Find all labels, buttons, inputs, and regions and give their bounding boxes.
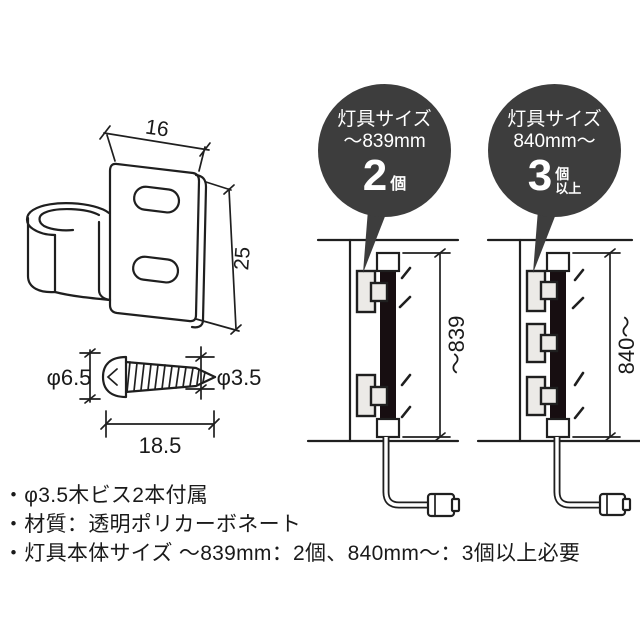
cable-connector [598, 492, 632, 517]
bracket-slot-bottom [132, 255, 180, 284]
screw-head-dia-label: φ6.5 [47, 365, 92, 390]
bubble-size-label: 灯具サイズ [337, 109, 432, 130]
power-cable [382, 437, 428, 509]
cable-connector [426, 492, 461, 518]
screw-phillips-notch [106, 368, 118, 386]
bubble-count-unit-col: 個 以上 [555, 167, 581, 196]
screw-shaft-dim [185, 346, 215, 400]
note-material: ・材質：透明ポリカーボネート [3, 513, 302, 536]
install-diagram-2clips: ～839 [306, 238, 469, 518]
bubble-count-suffix: 以上 [555, 181, 582, 196]
bubble-count-row: 3 個 以上 [488, 151, 621, 200]
screw-drawing: φ6.5 φ3.5 [47, 346, 262, 458]
screw-head [101, 355, 128, 399]
bracket-plate-depth [190, 173, 208, 329]
mounting-clip [525, 269, 559, 313]
bubble-2pcs: 灯具サイズ ～839mm 2 個 [318, 84, 451, 217]
mounting-clip [355, 269, 389, 314]
screw-head-dim [79, 348, 101, 404]
bracket-clip-body [25, 202, 112, 302]
diagram2-dim-label: 840～ [614, 316, 639, 375]
notes-list: ・φ3.5木ビス2本付属 ・材質：透明ポリカーボネート ・灯具本体サイズ ～83… [3, 481, 623, 568]
bubble-size-range: 840mm～ [513, 131, 596, 152]
bubble-size-label: 灯具サイズ [507, 109, 602, 130]
screw-shaft [124, 360, 217, 394]
bracket-width-label: 16 [144, 115, 170, 141]
hatch-marks [571, 268, 585, 420]
hatch-marks [398, 266, 412, 419]
bar-end-cap-top [375, 251, 401, 273]
bracket-drawing: 16 25 [25, 115, 255, 335]
bubble-count-row: 2 個 [318, 151, 451, 200]
screw-length-label: 18.5 [139, 433, 182, 458]
diagram1-dimension: ～839 [402, 248, 469, 442]
bar-end-cap-top [545, 251, 571, 273]
bracket-plate [108, 162, 201, 323]
bar-end-cap-bottom [375, 417, 401, 439]
mounting-clip [355, 373, 389, 418]
light-fixture-bar [380, 253, 396, 437]
bracket-height-dimension: 25 [195, 181, 255, 335]
power-cable [553, 437, 600, 509]
bracket-slot-top [133, 185, 181, 214]
mounting-clip [525, 322, 559, 364]
note-fixture-size-requirement: ・灯具本体サイズ ～839mm：2個、840mm～：3個以上必要 [3, 542, 581, 565]
mounting-clip [525, 375, 559, 417]
install-diagram-3clips: 840～ [476, 238, 640, 517]
screw-length-dim [100, 410, 220, 438]
bubble-count: 2 [362, 151, 388, 200]
bar-end-cap-bottom [545, 417, 571, 439]
bubble-count-unit: 個 [390, 176, 407, 193]
bubble-count-unit: 個 [555, 166, 570, 182]
bubble-3pcs: 灯具サイズ 840mm～ 3 個 以上 [488, 84, 621, 217]
screw-shaft-dia-label: φ3.5 [217, 365, 262, 390]
diagram2-dimension: 840～ [572, 248, 639, 442]
bracket-height-label: 25 [230, 246, 255, 271]
note-screws-included: ・φ3.5木ビス2本付属 [3, 484, 209, 507]
bracket-width-dimension: 16 [99, 115, 211, 172]
diagram1-dim-label: ～839 [444, 316, 469, 375]
bubble-size-range: ～839mm [343, 131, 426, 152]
bubble-count: 3 [527, 151, 553, 200]
